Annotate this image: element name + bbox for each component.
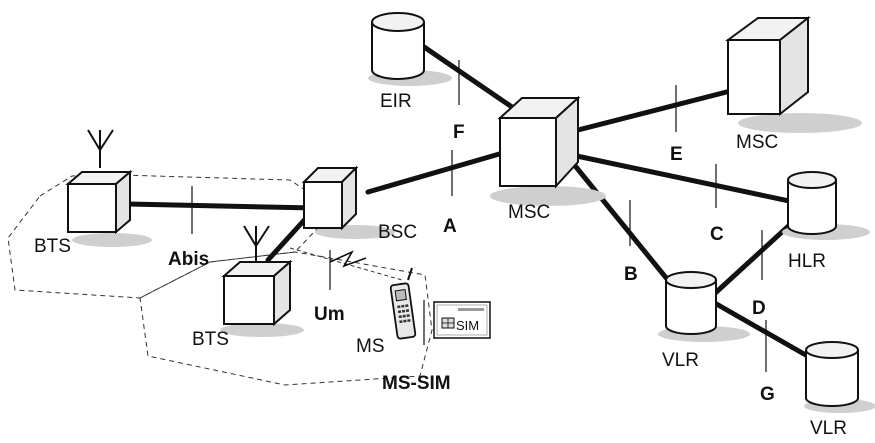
eir-label: EIR (380, 91, 412, 112)
bsc-label: BSC (378, 222, 417, 243)
sim-chip-icon (441, 317, 455, 329)
cell-outlines (7, 174, 433, 386)
radio-zigzag (329, 250, 367, 268)
interface-ticks (191, 60, 767, 372)
sim-card: SIM (433, 301, 491, 339)
interface-d-label: D (752, 298, 766, 319)
vlr-mid-label: VLR (662, 350, 699, 371)
interface-abis-label: Abis (168, 249, 209, 270)
msc-remote-label: MSC (736, 132, 778, 153)
bts-left-antenna-l (87, 129, 101, 151)
radio-link (289, 247, 403, 281)
link-vlr-vlr (703, 295, 821, 365)
interface-c-label: C (710, 224, 724, 245)
bts-left-label: BTS (34, 236, 71, 257)
cell-outline-lower (139, 251, 433, 386)
eir-database: EIR (368, 12, 452, 112)
interface-um-label: Um (314, 304, 345, 325)
ms-label: MS (356, 336, 385, 357)
vlr-mid-database: VLR (658, 271, 750, 371)
msc-center-label: MSC (508, 202, 550, 223)
link-bsc-msc (365, 145, 523, 195)
msc-remote-switch: MSC (724, 15, 862, 153)
interface-b-label: B (624, 264, 638, 285)
ms-handset: MS (356, 267, 417, 357)
interface-g-label: G (760, 384, 775, 405)
handset-antenna (407, 267, 413, 281)
interface-labels: F E A B C D G Abis Um MS-SIM (168, 122, 775, 405)
link-msc-msc (575, 83, 753, 133)
interface-a-label: A (443, 216, 457, 237)
interface-e-label: E (670, 144, 683, 165)
link-msc-hlr (569, 152, 811, 208)
link-bts-bsc (125, 201, 318, 211)
sim-card-label: SIM (456, 318, 479, 333)
msc-center-switch: MSC (490, 95, 606, 223)
interface-ms-sim-label: MS-SIM (382, 373, 451, 394)
hlr-label: HLR (788, 251, 826, 272)
link-msc-vlr (569, 159, 679, 293)
bts-left-antenna-r (99, 129, 114, 151)
bts-lower-station: BTS (192, 225, 304, 350)
sim-card-inner (436, 304, 488, 336)
vlr-low-label: VLR (810, 418, 847, 439)
bsc-controller: BSC (301, 165, 417, 243)
sim-text-lines (458, 308, 484, 311)
bts-lower-antenna-l (243, 225, 257, 247)
bts-left-station: BTS (34, 129, 152, 257)
handset-screen (394, 288, 407, 302)
link-eir-msc (405, 33, 531, 121)
vlr-low-database: VLR (804, 341, 875, 439)
bts-lower-antenna-r (255, 225, 270, 247)
handset-keypad (397, 304, 411, 324)
bts-lower-label: BTS (192, 329, 229, 350)
interface-f-label: F (453, 122, 465, 143)
hlr-database: HLR (782, 171, 870, 272)
